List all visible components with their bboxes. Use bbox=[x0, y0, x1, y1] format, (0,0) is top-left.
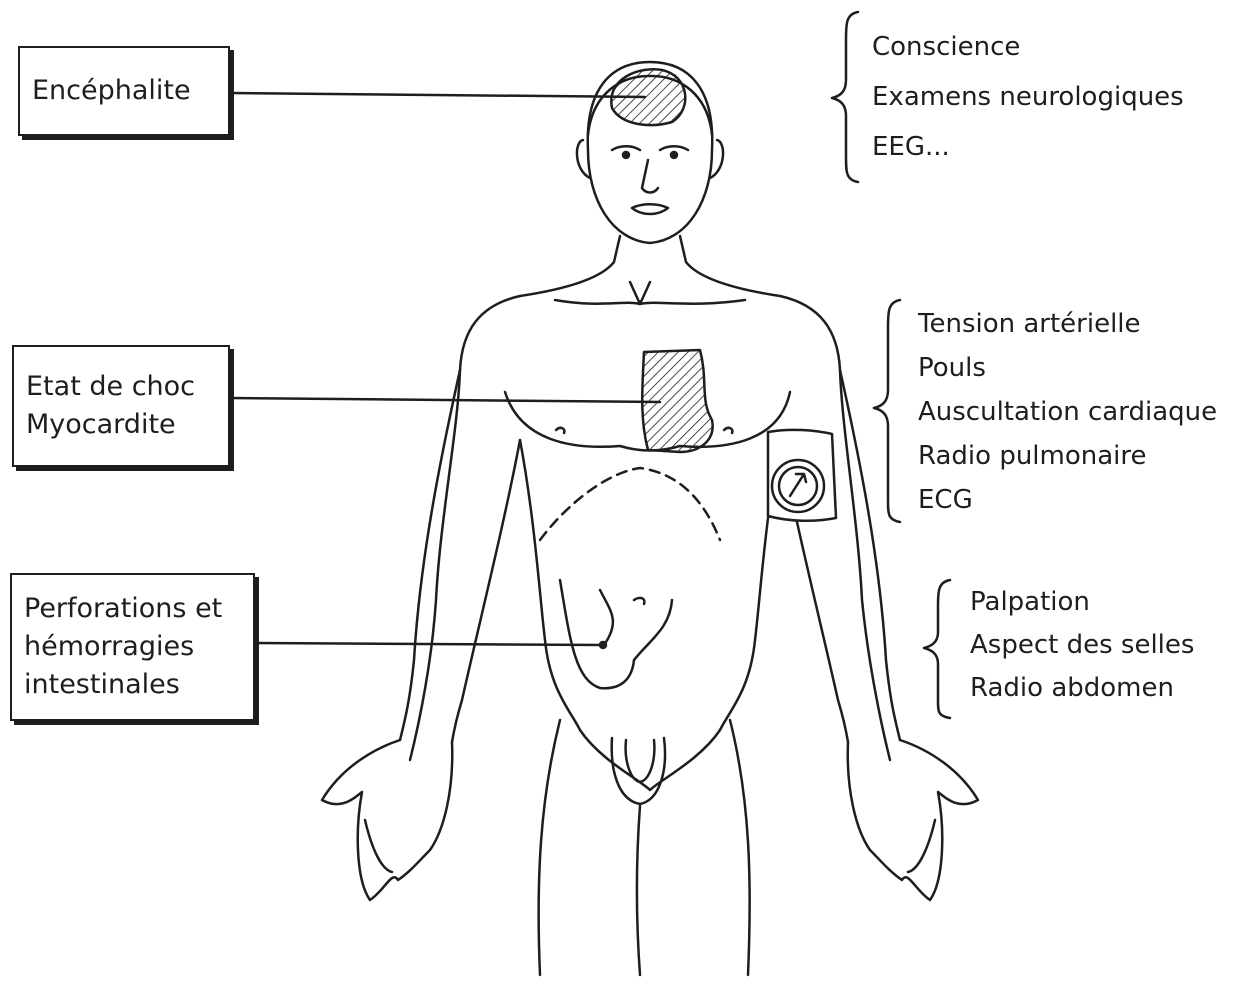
leader-line-abdomen bbox=[255, 643, 603, 645]
right-hand bbox=[848, 740, 978, 900]
exam-item: EEG... bbox=[872, 122, 1184, 172]
exam-item: Pouls bbox=[918, 346, 1217, 390]
callout-line: Perforations et bbox=[24, 590, 241, 628]
callout-encephalitis: Encéphalite bbox=[18, 46, 230, 136]
callout-line: Myocardite bbox=[26, 406, 216, 444]
exam-item: Examens neurologiques bbox=[872, 72, 1184, 122]
brace-abdomen bbox=[924, 580, 950, 718]
callout-line: hémorragies bbox=[24, 628, 241, 666]
left-hand bbox=[322, 740, 452, 900]
exam-list-abdomen: Palpation Aspect des selles Radio abdome… bbox=[970, 581, 1194, 710]
exam-list-head: Conscience Examens neurologiques EEG... bbox=[872, 22, 1184, 172]
exam-item: Radio pulmonaire bbox=[918, 434, 1217, 478]
lower-body bbox=[539, 720, 750, 975]
callout-shock: Etat de choc Myocardite bbox=[12, 345, 230, 467]
exam-list-chest: Tension artérielle Pouls Auscultation ca… bbox=[918, 302, 1217, 522]
exam-item: Tension artérielle bbox=[918, 302, 1217, 346]
leader-line-head bbox=[230, 93, 645, 97]
callout-intestinal: Perforations et hémorragies intestinales bbox=[10, 573, 255, 721]
blood-pressure-cuff bbox=[768, 430, 836, 521]
exam-item: Radio abdomen bbox=[970, 667, 1194, 710]
exam-item: Auscultation cardiaque bbox=[918, 390, 1217, 434]
callout-line: Etat de choc bbox=[26, 368, 216, 406]
exam-item: ECG bbox=[918, 478, 1217, 522]
callout-line: intestinales bbox=[24, 666, 241, 704]
leader-line-chest bbox=[230, 398, 660, 402]
brace-chest bbox=[874, 300, 900, 522]
exam-item: Palpation bbox=[970, 581, 1194, 624]
brace-head bbox=[832, 12, 858, 182]
exam-item: Aspect des selles bbox=[970, 624, 1194, 667]
callout-line: Encéphalite bbox=[32, 72, 216, 110]
exam-item: Conscience bbox=[872, 22, 1184, 72]
